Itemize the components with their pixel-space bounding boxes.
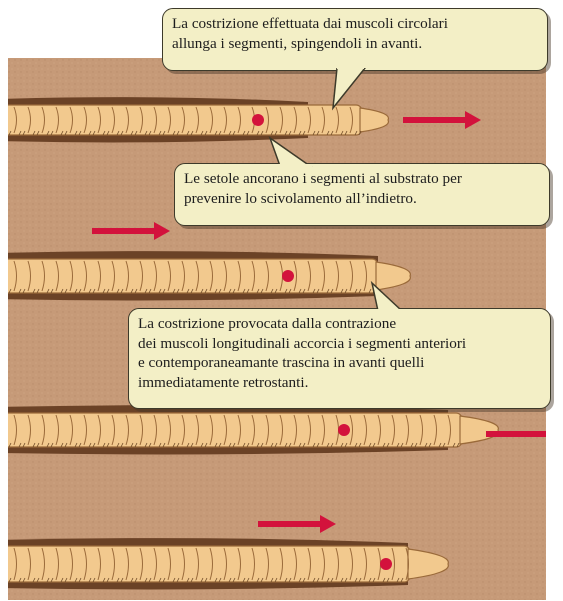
callout-pointer: [260, 136, 320, 171]
callout-circular-muscles: La costrizione effettuata dai muscoli ci…: [162, 8, 548, 71]
callout-line: immediatamente retrostanti.: [138, 373, 541, 393]
worm-body: [8, 413, 462, 447]
worm: [8, 251, 410, 300]
callout-pointer: [362, 281, 422, 316]
callout-line: Le setole ancorano i segmenti al substra…: [184, 169, 540, 189]
reference-segment-marker: [252, 114, 264, 126]
worm: [8, 405, 498, 454]
callout-setae: Le setole ancorano i segmenti al substra…: [174, 163, 550, 226]
callout-line: allunga i segmenti, spingendoli in avant…: [172, 34, 538, 54]
worm-body: [8, 546, 410, 582]
reference-segment-marker: [338, 424, 350, 436]
callout-line: dei muscoli longitudinali accorcia i seg…: [138, 334, 541, 354]
callout-line: prevenire lo scivolamento all’indietro.: [184, 189, 540, 209]
reference-segment-marker: [380, 558, 392, 570]
reference-segment-marker: [282, 270, 294, 282]
callout-line: La costrizione effettuata dai muscoli ci…: [172, 14, 538, 34]
worm: [8, 538, 448, 589]
callout-line: e contemporaneamante trascina in avanti …: [138, 353, 541, 373]
callout-longitudinal-muscles: La costrizione provocata dalla contrazio…: [128, 308, 551, 409]
callout-pointer: [325, 68, 385, 113]
callout-line: La costrizione provocata dalla contrazio…: [138, 314, 541, 334]
